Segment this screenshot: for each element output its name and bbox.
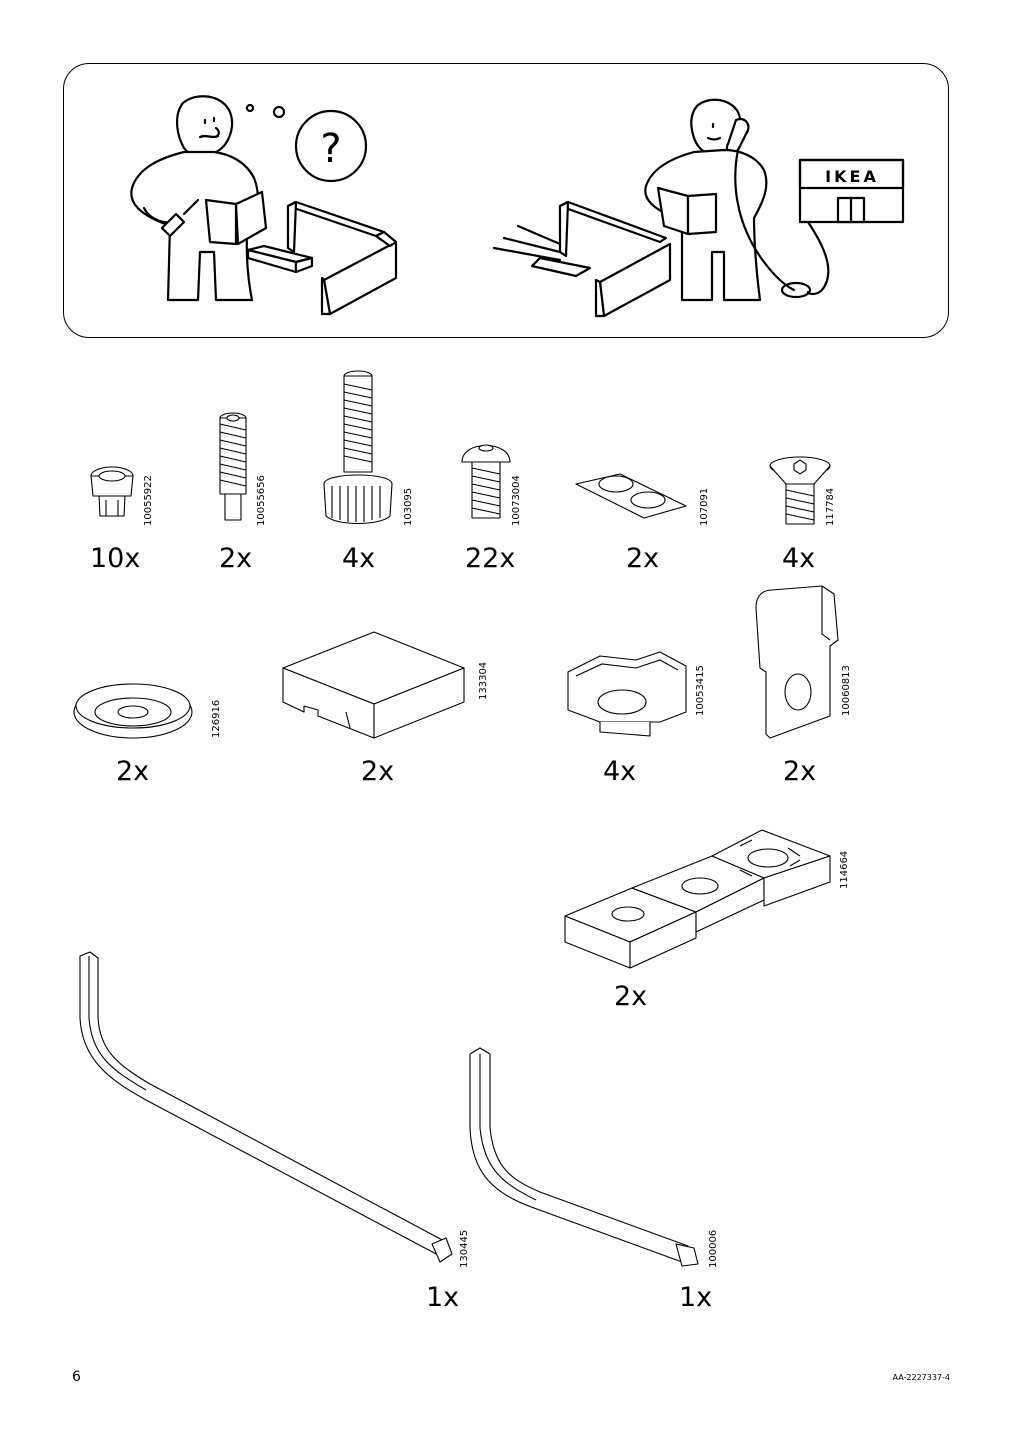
part-4-image — [461, 444, 511, 519]
part-7-number: 126916 — [211, 699, 222, 738]
part-6-quantity: 4x — [782, 543, 816, 574]
part-5-number: 107091 — [699, 487, 710, 526]
part-11-quantity: 2x — [614, 981, 648, 1012]
part-7-quantity: 2x — [116, 756, 150, 787]
part-3-quantity: 4x — [342, 543, 376, 574]
part-2-image — [219, 412, 247, 521]
part-8-number: 133304 — [478, 661, 489, 700]
part-6-image — [769, 456, 831, 525]
part-4-quantity: 22x — [465, 543, 516, 574]
part-3-image — [323, 370, 393, 524]
question-mark: ? — [320, 126, 341, 172]
part-10-number: 10060813 — [841, 665, 852, 716]
part-11-number: 114664 — [839, 850, 850, 889]
part-9-image — [567, 651, 687, 737]
part-9-number: 10053415 — [695, 665, 706, 716]
part-12-image — [79, 951, 453, 1263]
part-10-image — [755, 585, 839, 739]
part-13-number: 100006 — [708, 1229, 719, 1268]
part-1-quantity: 10x — [90, 543, 141, 574]
part-4-number: 10073004 — [511, 475, 522, 526]
part-8-quantity: 2x — [361, 756, 395, 787]
part-11-image — [564, 829, 831, 969]
part-1-number: 10055922 — [143, 475, 154, 526]
part-2-number: 10055656 — [256, 475, 267, 526]
part-7-image — [73, 683, 193, 739]
part-5-quantity: 2x — [626, 543, 660, 574]
part-3-number: 103095 — [403, 487, 414, 526]
part-1-image — [90, 466, 134, 517]
part-10-quantity: 2x — [783, 756, 817, 787]
part-13-image — [469, 1047, 699, 1267]
part-12-quantity: 1x — [426, 1282, 460, 1313]
store-sign: IKEA — [825, 167, 879, 186]
part-8-image — [282, 631, 465, 739]
help-panel — [63, 63, 949, 338]
part-13-quantity: 1x — [679, 1282, 713, 1313]
part-5-image — [575, 473, 687, 519]
part-12-number: 130445 — [459, 1229, 470, 1268]
page-number: 6 — [72, 1369, 81, 1385]
part-6-number: 117784 — [825, 487, 836, 526]
document-code: AA-2227337-4 — [892, 1373, 950, 1382]
part-9-quantity: 4x — [603, 756, 637, 787]
part-2-quantity: 2x — [219, 543, 253, 574]
